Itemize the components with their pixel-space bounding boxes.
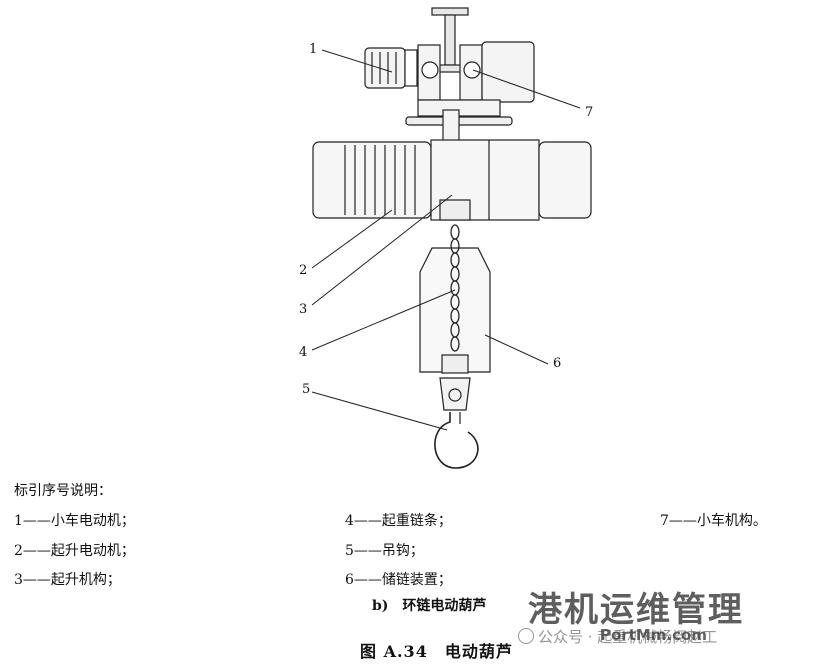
trolley-motor	[364, 47, 418, 89]
callout-2: 2	[299, 263, 308, 278]
callout-3: 3	[299, 302, 308, 317]
subfigure-caption: b) 环链电动葫芦	[372, 598, 487, 614]
legend-item-2: 2——起升电动机；	[14, 543, 135, 559]
legend-item-3: 3——起升机构；	[14, 572, 121, 588]
callout-4: 4	[299, 345, 308, 360]
callout-7: 7	[585, 105, 594, 120]
hook	[434, 354, 479, 469]
electric-chain-hoist-drawing	[311, 7, 592, 469]
legend-item-1: 1——小车电动机；	[14, 513, 135, 529]
legend-item-4: 4——起重链条；	[345, 513, 452, 529]
callout-1: 1	[309, 42, 318, 57]
watermark-brand: 港机运维管理	[528, 590, 744, 630]
figure-caption: 图 A.34 电动葫芦	[360, 642, 513, 661]
trolley-mechanism	[405, 41, 535, 151]
wechat-icon	[518, 628, 534, 644]
load-chain	[450, 224, 460, 352]
legend-item-5: 5——吊钩；	[345, 543, 424, 559]
legend-item-6: 6——储链装置；	[345, 572, 452, 588]
chain-container	[419, 247, 491, 373]
watermark-account: 公众号 · 起重机械畅阅赵工	[538, 628, 718, 646]
watermark-line: 公众号 · 起重机械畅阅赵工	[518, 626, 717, 647]
hoisting-unit	[312, 139, 592, 221]
legend-item-7: 7——小车机构。	[660, 513, 767, 529]
leader-lines	[311, 49, 581, 431]
chain-guide	[439, 199, 471, 221]
callout-6: 6	[553, 356, 562, 371]
callout-5: 5	[302, 382, 311, 397]
legend-title: 标引序号说明：	[14, 483, 112, 499]
watermark-site: PortMm.com	[600, 626, 707, 644]
